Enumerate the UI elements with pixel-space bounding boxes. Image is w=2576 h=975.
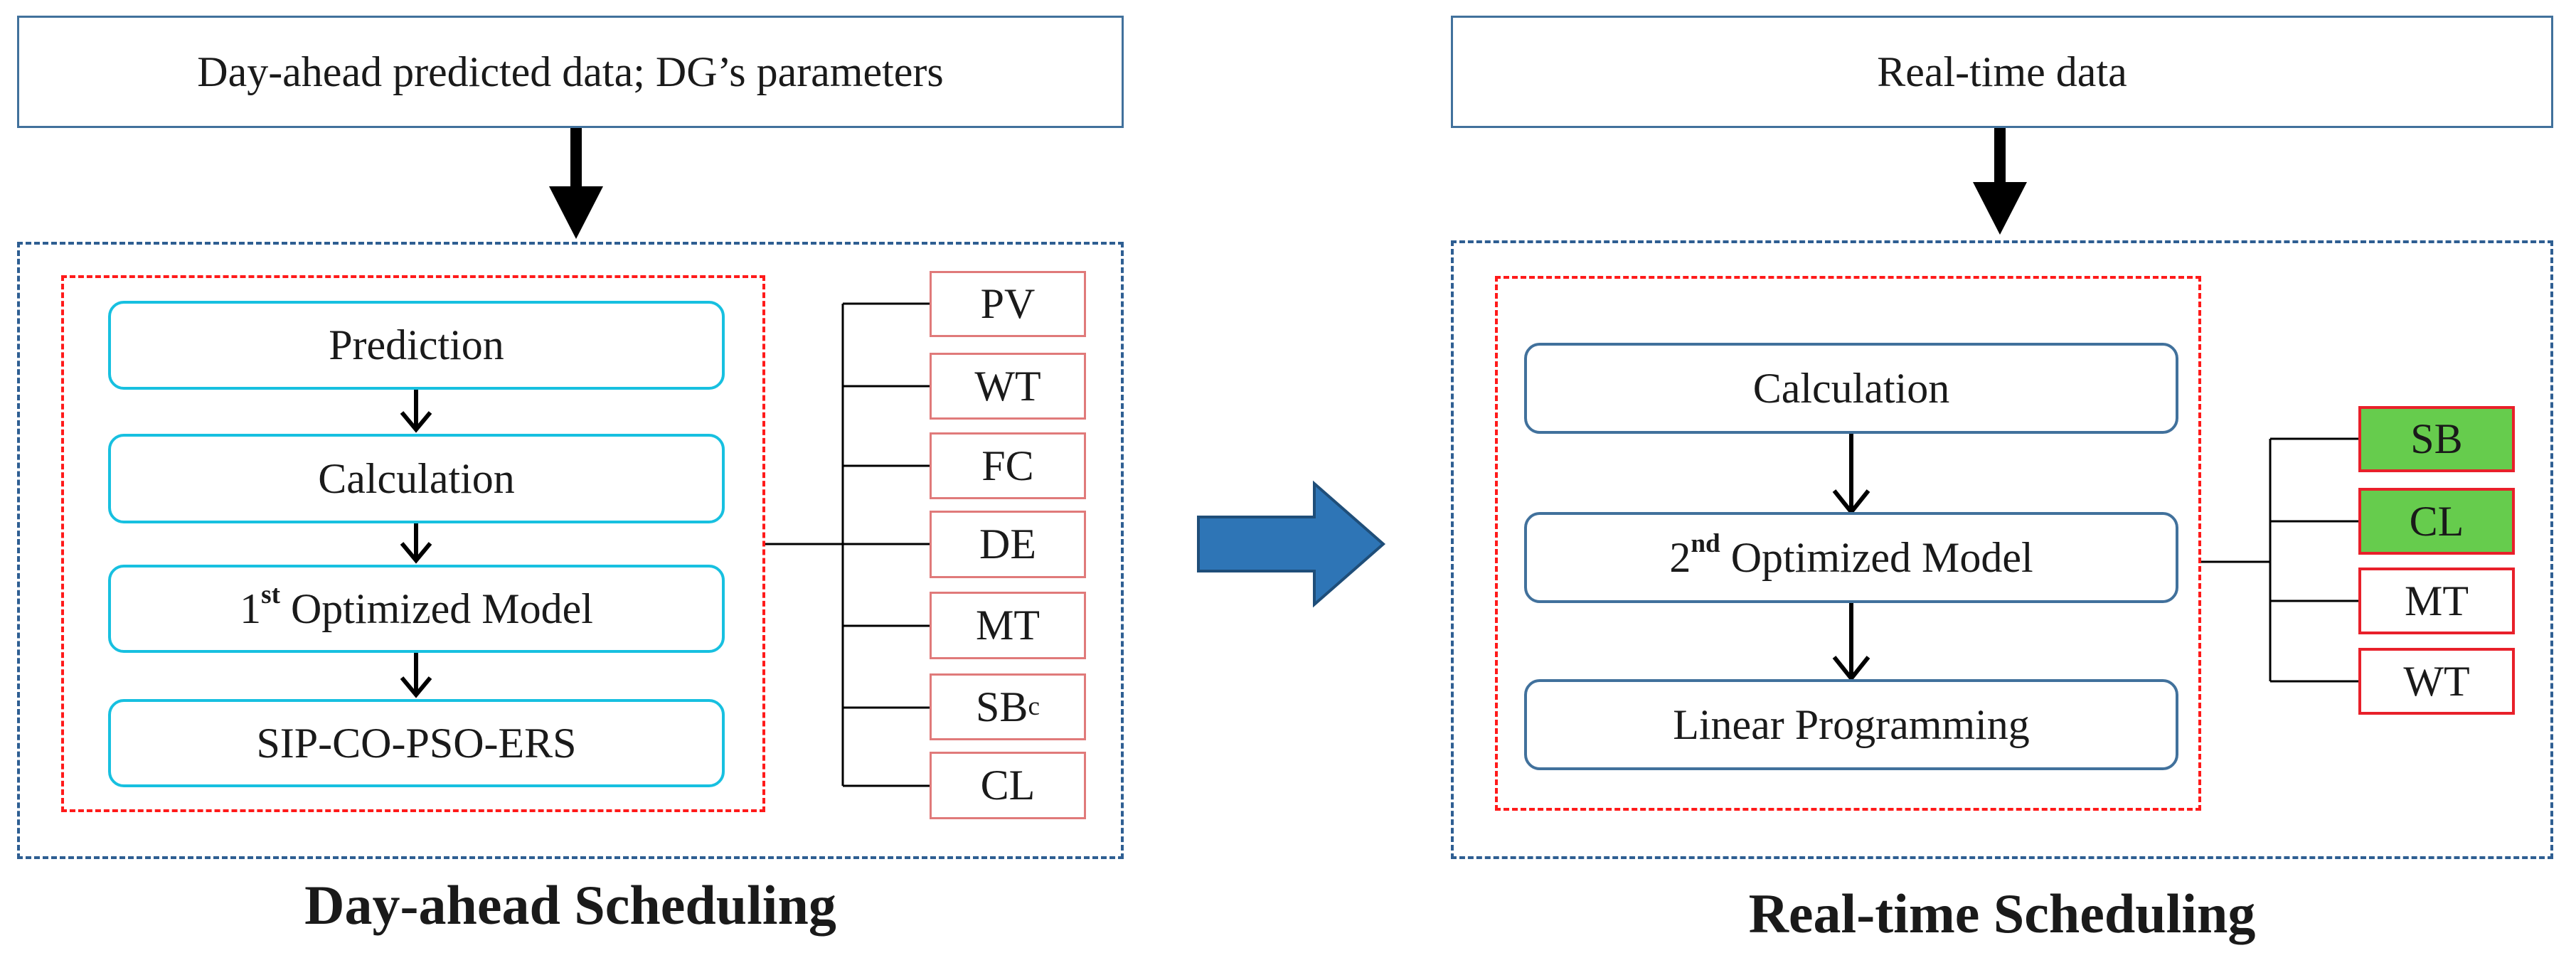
linear-programming-step: Linear Programming [1524, 679, 2178, 770]
day-ahead-step-arrows [400, 390, 432, 698]
day-ahead-input-text: Day-ahead predicted data; DG’s parameter… [197, 48, 944, 95]
unit-tag-wt: WT [930, 353, 1086, 420]
real-time-caption: Real-time Scheduling [1748, 883, 2256, 944]
day-ahead-input-box: Day-ahead predicted data; DG’s parameter… [17, 16, 1124, 128]
rt-unit-tag-mt: MT [2358, 568, 2515, 634]
transition-arrow [1197, 480, 1386, 608]
unit-tag-de: DE [930, 511, 1086, 578]
rt-unit-tag-sb: SB [2358, 406, 2515, 472]
unit-tag-cl: CL [930, 752, 1086, 819]
linear-programming-label: Linear Programming [1673, 700, 2030, 748]
real-time-input-box: Real-time data [1451, 16, 2553, 128]
first-optimized-model-label: 1st Optimized Model [240, 580, 593, 632]
first-optimized-model-step: 1st Optimized Model [108, 565, 725, 653]
real-time-step-arrows [1832, 434, 1870, 682]
prediction-step: Prediction [108, 301, 725, 390]
day-ahead-calculation-step: Calculation [108, 434, 725, 523]
real-time-input-text: Real-time data [1877, 48, 2127, 95]
real-time-calculation-step: Calculation [1524, 343, 2178, 434]
rt-unit-tag-cl: CL [2358, 488, 2515, 555]
real-time-unit-bracket [2201, 437, 2358, 683]
day-ahead-process-group [61, 275, 765, 812]
day-ahead-caption: Day-ahead Scheduling [304, 874, 836, 936]
unit-tag-pv: PV [930, 271, 1086, 337]
second-optimized-model-step: 2nd Optimized Model [1524, 512, 2178, 603]
sip-co-pso-ers-step: SIP-CO-PSO-ERS [108, 699, 725, 787]
unit-tag-mt: MT [930, 592, 1086, 659]
real-time-panel [1451, 240, 2553, 859]
day-ahead-panel [17, 242, 1124, 859]
day-ahead-calculation-label: Calculation [318, 454, 515, 502]
rt-unit-tag-wt: WT [2358, 648, 2515, 715]
unit-tag-fc: FC [930, 432, 1086, 499]
day-ahead-input-arrow [549, 128, 603, 239]
second-optimized-model-label: 2nd Optimized Model [1669, 528, 2033, 581]
day-ahead-unit-bracket [765, 302, 930, 787]
real-time-process-group [1495, 276, 2201, 811]
prediction-label: Prediction [329, 321, 504, 368]
real-time-input-arrow [1973, 128, 2027, 235]
real-time-calculation-label: Calculation [1752, 364, 1950, 412]
sip-co-pso-ers-label: SIP-CO-PSO-ERS [256, 719, 577, 767]
